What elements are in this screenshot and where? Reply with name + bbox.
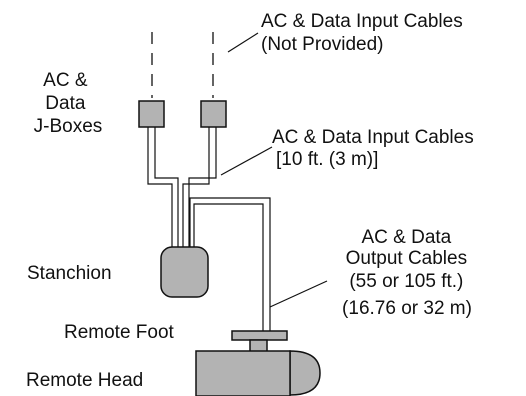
left-input-cable-pair	[154, 127, 179, 248]
label-output-line3: (55 or 105 ft.)	[349, 271, 463, 292]
right-input-cable	[182, 127, 210, 248]
remote-head	[195, 350, 321, 396]
output-cables	[189, 197, 271, 331]
label-remote-foot: Remote Foot	[64, 322, 175, 343]
output-cable-inner	[193, 203, 264, 331]
label-jboxes-line1: AC &	[43, 70, 88, 91]
right-input-cable-pair	[188, 127, 217, 248]
label-input-10ft: AC & Data Input Cables [10 ft. (3 m)]	[272, 127, 479, 170]
label-output-cables: AC & Data Output Cables (55 or 105 ft.) …	[342, 227, 472, 319]
output-cable-outer	[189, 197, 271, 331]
right-jbox	[200, 100, 227, 128]
label-jboxes-line3: J-Boxes	[34, 116, 103, 137]
left-input-cable	[147, 127, 173, 248]
label-output-line2: Output Cables	[346, 248, 467, 269]
label-remote-head: Remote Head	[26, 370, 143, 391]
remote-foot-plate	[231, 330, 288, 341]
left-jbox	[138, 100, 165, 128]
input-cables-10ft	[147, 127, 217, 248]
label-output-line4: (16.76 or 32 m)	[342, 298, 472, 319]
label-input-10ft-line1: AC & Data Input Cables	[272, 127, 474, 148]
leader-lines	[220, 32, 328, 308]
label-jboxes-line2: Data	[45, 93, 86, 114]
leader-output	[269, 280, 328, 308]
jboxes	[138, 100, 227, 128]
input-cables-not-provided	[151, 32, 214, 98]
label-jboxes: AC & Data J-Boxes	[34, 70, 103, 137]
leader-input-10ft	[220, 146, 273, 176]
label-input-not-provided-line1: AC & Data Input Cables	[261, 11, 463, 32]
label-input-not-provided-line2: (Not Provided)	[261, 34, 384, 55]
remote-foot-post	[249, 339, 268, 353]
label-output-line1: AC & Data	[361, 227, 451, 248]
label-stanchion: Stanchion	[27, 263, 112, 284]
label-input-10ft-line2: [10 ft. (3 m)]	[276, 149, 378, 170]
remote-head-body	[195, 350, 291, 396]
remote-head-dome	[289, 350, 321, 396]
leader-not-provided	[227, 32, 259, 53]
remote-foot	[231, 330, 288, 353]
label-input-not-provided: AC & Data Input Cables (Not Provided)	[261, 11, 468, 55]
stanchion-box	[160, 246, 209, 298]
